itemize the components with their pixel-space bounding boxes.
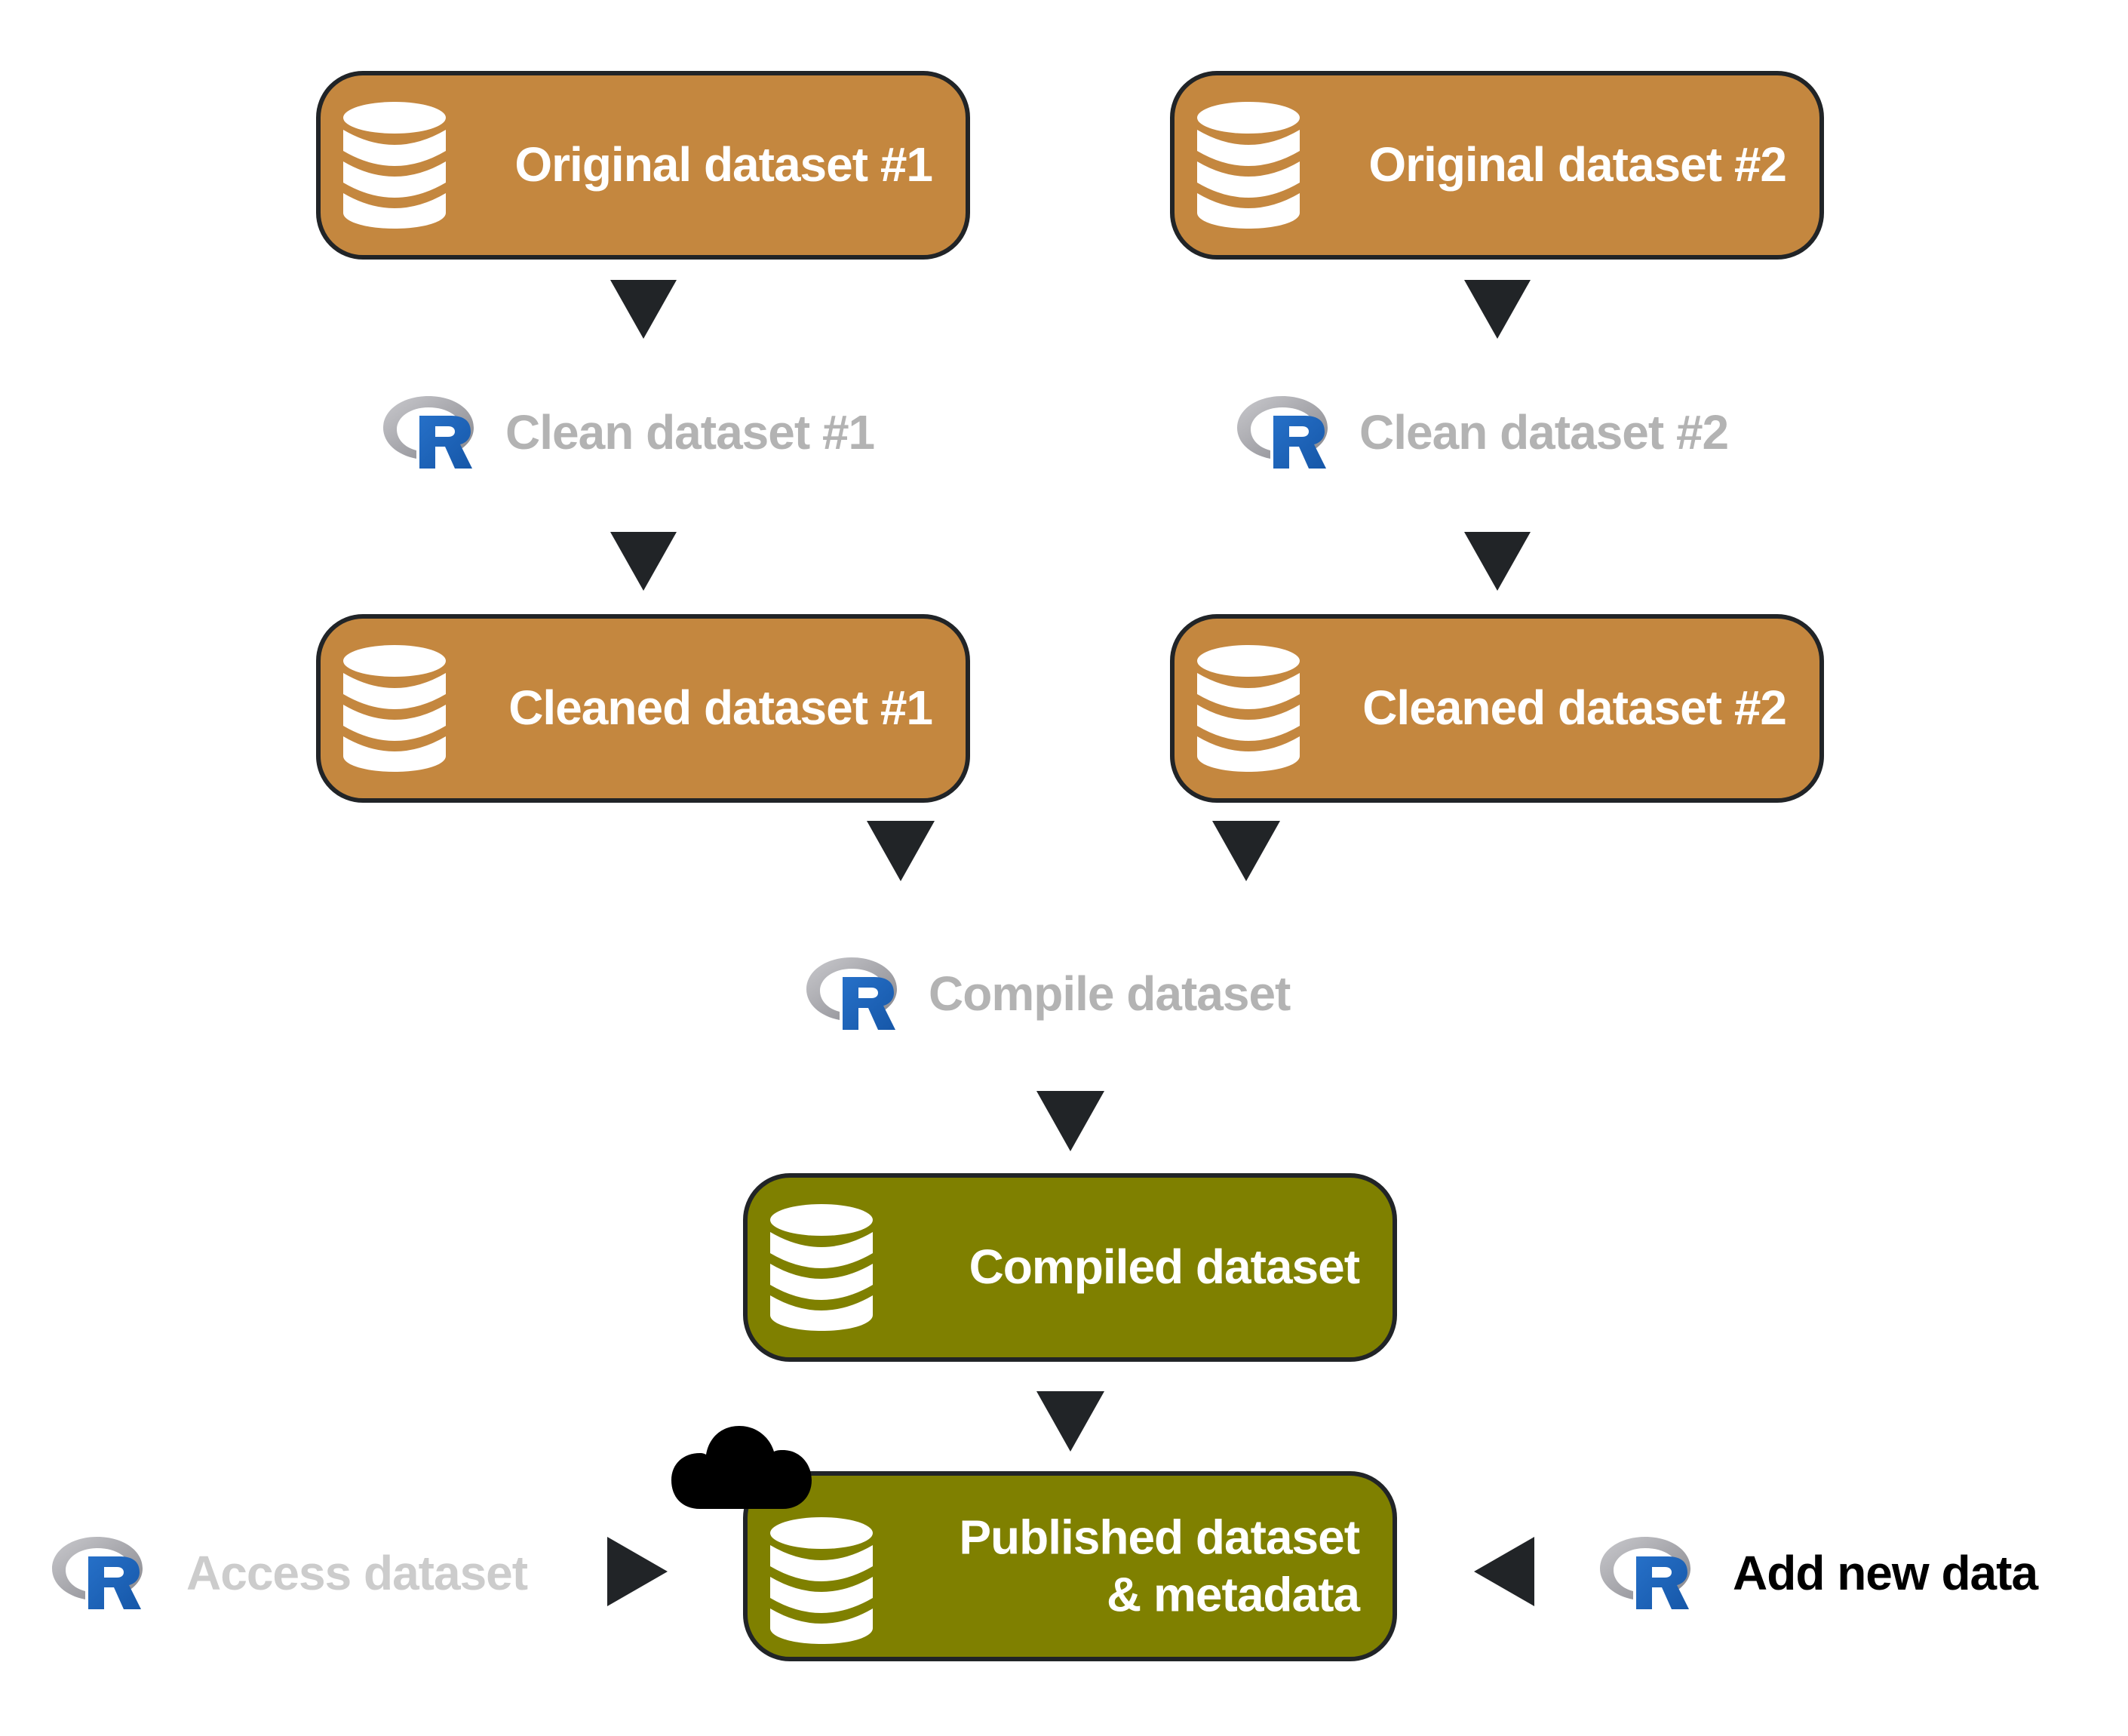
database-icon: [342, 644, 447, 773]
arrow-right-icon: [607, 1537, 668, 1606]
step-label: Access dataset: [186, 1546, 528, 1600]
node-published-dataset: Published dataset & metadata: [743, 1471, 1397, 1661]
step-add-new-data: Add new data: [1598, 1532, 2038, 1615]
database-icon: [1196, 101, 1301, 229]
step-label: Clean dataset #2: [1359, 405, 1729, 459]
arrow-down-icon: [610, 280, 677, 339]
step-label: Add new data: [1733, 1546, 2038, 1600]
arrow-down-icon: [1212, 821, 1280, 881]
database-icon: [342, 101, 447, 229]
arrow-down-icon: [1464, 280, 1531, 339]
node-label: Published dataset & metadata: [959, 1509, 1360, 1623]
node-label: Cleaned dataset #2: [1362, 681, 1787, 736]
step-access-dataset: Access dataset: [51, 1532, 528, 1615]
node-label: Compiled dataset: [969, 1240, 1360, 1295]
step-label: Compile dataset: [929, 966, 1291, 1021]
step-clean-dataset-1: Clean dataset #1: [382, 391, 875, 474]
r-logo-icon: [1598, 1535, 1692, 1611]
cloud-icon: [671, 1426, 812, 1509]
r-logo-icon: [382, 395, 475, 470]
node-label-line-1: Published dataset: [959, 1510, 1360, 1565]
node-label: Cleaned dataset #1: [508, 681, 933, 736]
database-icon: [769, 1203, 874, 1332]
node-label: Original dataset #2: [1368, 137, 1787, 192]
database-icon: [769, 1516, 874, 1645]
node-label-line-2: & metadata: [1107, 1567, 1360, 1621]
node-original-dataset-2: Original dataset #2: [1170, 71, 1824, 260]
arrow-down-icon: [610, 532, 677, 591]
node-compiled-dataset: Compiled dataset: [743, 1173, 1397, 1362]
node-original-dataset-1: Original dataset #1: [316, 71, 970, 260]
node-label: Original dataset #1: [514, 137, 933, 192]
step-label: Clean dataset #1: [505, 405, 875, 459]
step-compile-dataset: Compile dataset: [805, 952, 1291, 1035]
r-logo-icon: [1236, 395, 1329, 470]
arrow-down-icon: [1036, 1391, 1104, 1452]
arrow-down-icon: [867, 821, 935, 881]
arrow-left-icon: [1474, 1537, 1534, 1606]
node-cleaned-dataset-2: Cleaned dataset #2: [1170, 614, 1824, 803]
database-icon: [1196, 644, 1301, 773]
step-clean-dataset-2: Clean dataset #2: [1236, 391, 1729, 474]
arrow-down-icon: [1464, 532, 1531, 591]
arrow-down-icon: [1036, 1091, 1104, 1151]
r-logo-icon: [51, 1535, 144, 1611]
r-logo-icon: [805, 956, 898, 1031]
node-cleaned-dataset-1: Cleaned dataset #1: [316, 614, 970, 803]
